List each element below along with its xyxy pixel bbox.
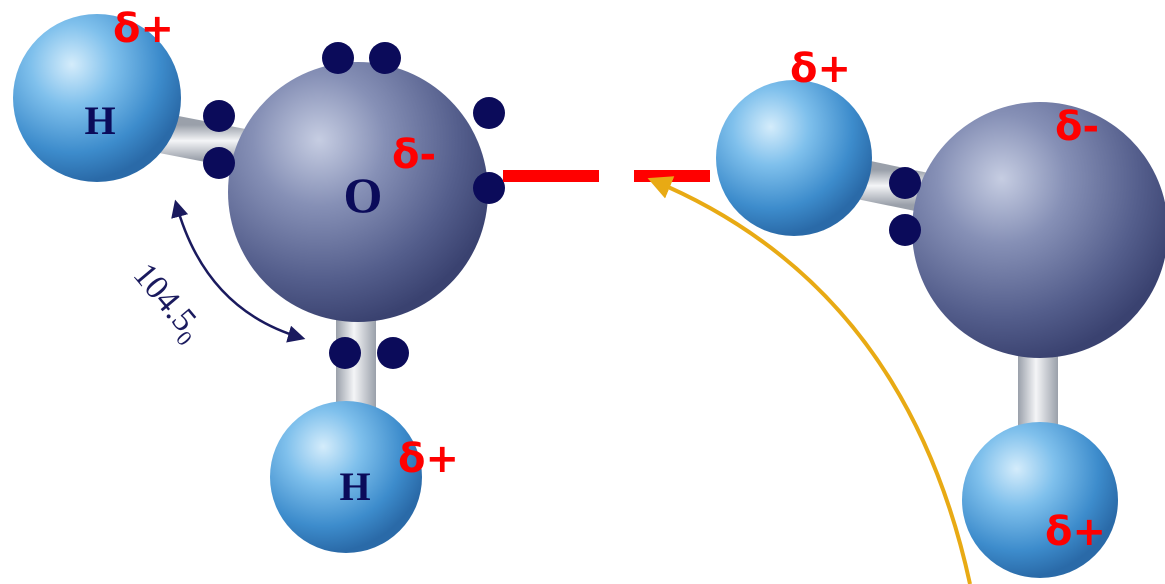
hydrogen-label-top: H — [84, 98, 115, 143]
electron-dot — [473, 97, 505, 129]
oxygen-label: O — [344, 167, 383, 223]
oxygen-atom-right — [912, 102, 1165, 358]
hydrogen-bond-dash — [503, 170, 599, 182]
partial-charges: δ+ δ- δ+ δ+ δ- δ+ — [113, 6, 1106, 555]
bond-angle-arrow — [171, 199, 306, 343]
electron-dot — [369, 42, 401, 74]
hydrogen-bond — [503, 170, 710, 182]
electron-dot — [203, 147, 235, 179]
charge-o-left: δ- — [392, 132, 436, 178]
electron-dot — [329, 337, 361, 369]
charge-h-bottom-right: δ+ — [1045, 509, 1106, 555]
charge-h-top-left: δ+ — [113, 6, 174, 52]
charge-o-right: δ- — [1055, 104, 1099, 150]
electron-dots-right — [889, 167, 921, 246]
electron-dot — [377, 337, 409, 369]
hydrogen-atom-top — [13, 14, 181, 182]
water-molecule-left: H O H 104.50 — [13, 14, 505, 553]
hydrogen-atom-bottom — [270, 401, 422, 553]
electron-dot — [889, 167, 921, 199]
water-molecule-right — [716, 80, 1165, 578]
electron-dots-left — [203, 42, 505, 369]
electron-dot — [889, 214, 921, 246]
charge-h-bottom-left: δ+ — [398, 436, 459, 482]
hydrogen-atom-right — [716, 80, 872, 236]
electron-dot — [322, 42, 354, 74]
electron-dot — [203, 100, 235, 132]
hydrogen-label-bottom: H — [339, 464, 370, 509]
hydrogen-atom-bottom-right — [962, 422, 1118, 578]
charge-h-right: δ+ — [790, 46, 851, 92]
electron-dot — [473, 172, 505, 204]
hydrogen-bond-dash — [634, 170, 710, 182]
bond-angle-label: 104.50 — [122, 256, 210, 350]
pointer-arrow — [647, 176, 972, 584]
